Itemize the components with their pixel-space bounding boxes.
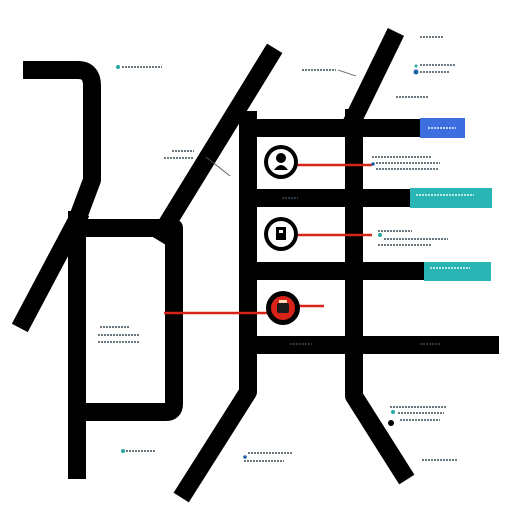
pin-lamp[interactable] [266,291,300,325]
lamp-pin-icon [277,300,289,313]
tag-teal-2[interactable] [424,262,491,281]
track-center-diagonal [149,43,283,245]
micro-labels [98,36,458,462]
track-left-loop [68,219,183,421]
leader-lines [205,69,357,177]
track-left-hook [23,61,101,232]
node-b [200,161,204,165]
label-dots [116,64,419,459]
track-network [11,27,499,503]
track-right-diagonal [341,27,405,131]
tag-teal-1[interactable] [410,188,492,208]
node-c [388,420,394,426]
track-right-vertical [345,109,415,485]
tag-marks [416,127,474,269]
tag-blue[interactable] [420,118,465,138]
track-center-vertical [173,111,257,503]
tags [410,118,492,281]
pins [264,145,300,325]
pin-door[interactable] [264,217,298,251]
door-pin-icon [276,227,286,240]
person-pin-icon [274,153,288,170]
pin-person[interactable] [264,145,298,179]
